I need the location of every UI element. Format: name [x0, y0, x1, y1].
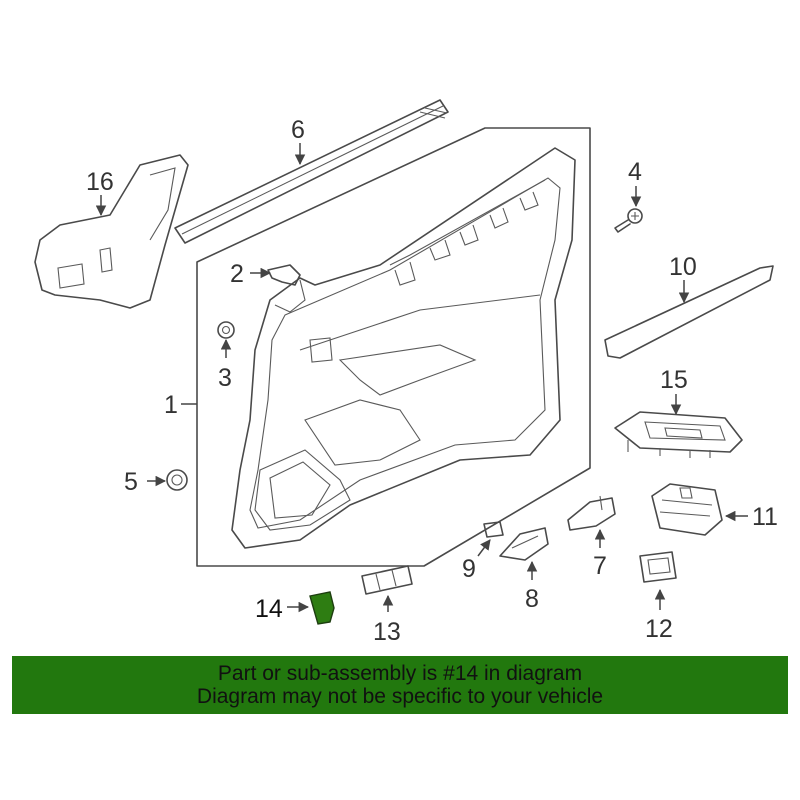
bezel-part-8 [499, 527, 549, 561]
label-part-13: 13 [373, 618, 401, 646]
label-part-14[interactable]: 14 [255, 595, 283, 623]
part-labels: 1 2 3 4 5 6 7 8 9 10 11 12 13 14 15 16 [86, 116, 778, 646]
clip-part-2 [267, 264, 301, 286]
banner-line-2: Diagram may not be specific to your vehi… [196, 685, 604, 708]
label-part-15: 15 [660, 366, 688, 394]
garnish-part-10 [604, 265, 774, 359]
master-switch-part-11 [651, 483, 723, 536]
label-part-11: 11 [752, 503, 778, 531]
label-part-4: 4 [628, 158, 642, 186]
label-part-8: 8 [525, 585, 539, 613]
bracket-part-7 [567, 495, 616, 531]
banner-line-1: Part or sub-assembly is #14 in diagram [217, 662, 583, 685]
label-part-6: 6 [291, 116, 305, 144]
label-part-10: 10 [669, 253, 697, 281]
belt-molding-part-6 [174, 99, 449, 244]
clip-part-3 [217, 321, 235, 339]
insulator-part-16 [34, 154, 189, 309]
highlighted-part-14[interactable] [309, 591, 335, 625]
label-part-2: 2 [230, 260, 244, 288]
info-banner: Part or sub-assembly is #14 in diagram D… [12, 656, 788, 714]
label-part-1: 1 [164, 391, 178, 419]
door-panel-outline [196, 127, 591, 567]
clip-part-9 [483, 521, 504, 538]
switch-panel-part-15 [614, 411, 743, 458]
label-part-7: 7 [593, 552, 607, 580]
washer-part-5 [166, 469, 188, 491]
label-part-5: 5 [124, 468, 138, 496]
module-part-12 [639, 551, 677, 583]
switch-part-13 [361, 565, 413, 595]
part-14-shape[interactable] [309, 591, 335, 625]
label-part-12: 12 [645, 615, 673, 643]
leader-lines [95, 143, 748, 613]
screw-part-4 [614, 208, 643, 233]
label-part-9: 9 [462, 555, 476, 583]
label-part-16: 16 [86, 168, 114, 196]
label-part-3: 3 [218, 364, 232, 392]
door-trim-panel [231, 147, 576, 549]
